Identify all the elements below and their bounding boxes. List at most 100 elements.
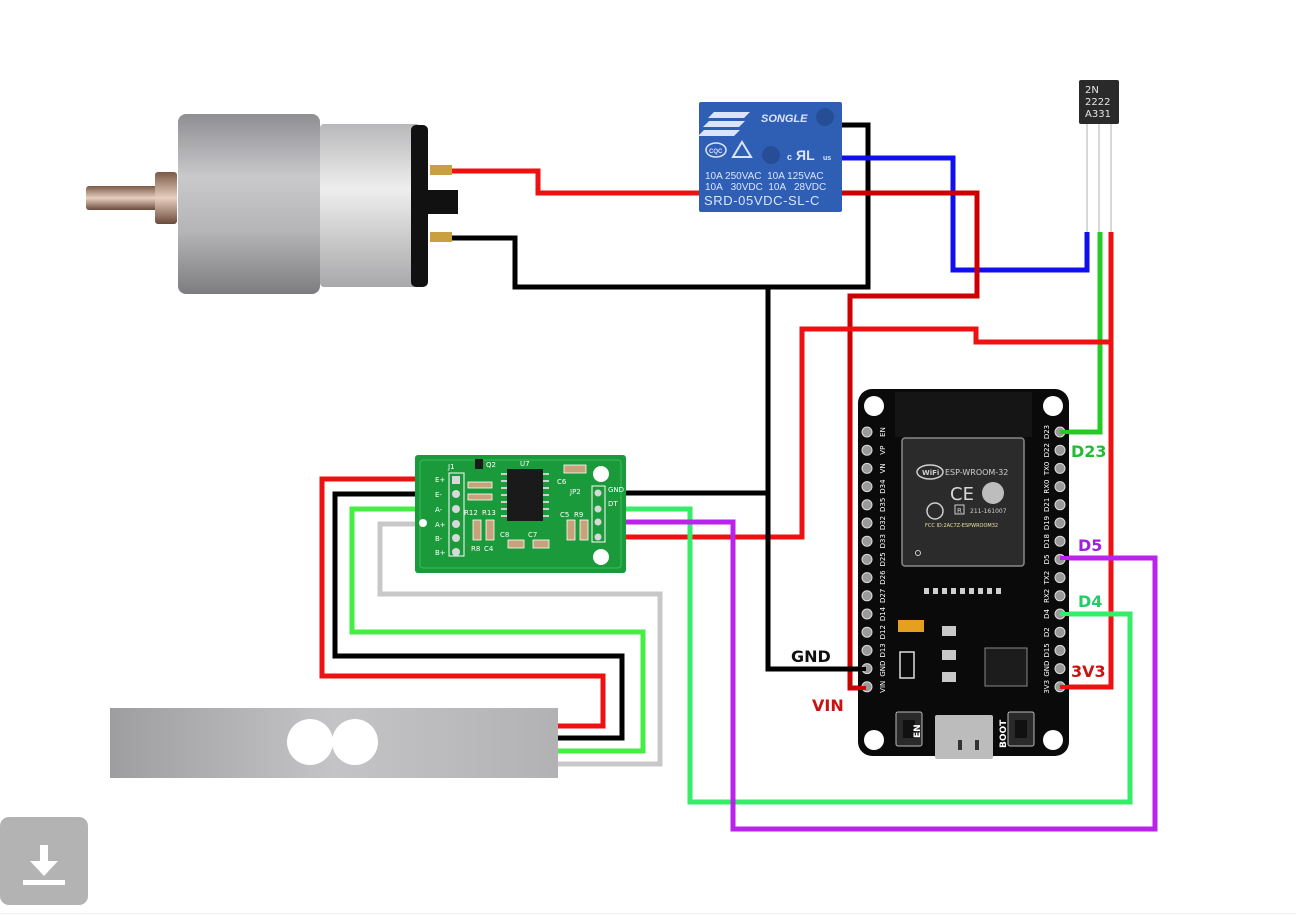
header-pin-tx0 <box>1054 462 1066 474</box>
wifi-text: WiFi <box>922 469 939 477</box>
relay-module: SONGLE CQC c ЯL us 10A 250VAC 10A 125VAC… <box>698 102 842 212</box>
motor-endcap <box>411 125 428 287</box>
header-pin-tx2 <box>1054 572 1066 584</box>
header-label-d15: D15 <box>1043 643 1051 657</box>
esp32-module-pads <box>924 588 1001 594</box>
j1-header-outline <box>448 472 465 557</box>
hx711-j1-label: J1 <box>447 463 455 471</box>
hx711-chip-u7 <box>507 469 543 521</box>
header-label-rx2: RX2 <box>1043 589 1051 603</box>
pin-label: B+ <box>435 549 446 557</box>
header-label-d34: D34 <box>879 479 887 494</box>
relay-ul-us: us <box>823 155 831 162</box>
header-label-d14: D14 <box>879 606 887 621</box>
ce-mark: CE <box>950 484 974 505</box>
pin-e-minus <box>452 490 460 498</box>
header-pin-en <box>861 426 873 438</box>
songle-logo-icon <box>698 112 750 136</box>
pin-label: A+ <box>435 521 446 529</box>
header-pin-d33 <box>861 535 873 547</box>
header-label-d4: D4 <box>1043 609 1051 619</box>
load-cell <box>110 708 558 778</box>
usb-slot <box>958 740 962 750</box>
header-pin-d14 <box>861 608 873 620</box>
motor-can <box>320 124 420 287</box>
jp2-header-outline <box>591 485 606 543</box>
esp32-module-name: ESP-WROOM-32 <box>945 468 1008 477</box>
hx711-smd-parts <box>467 464 589 549</box>
esp32-board: WiFi ESP-WROOM-32 CE R 211-161007 FCC ID… <box>858 389 1069 759</box>
dc-motor <box>86 114 458 294</box>
header-label-d26: D26 <box>879 570 887 585</box>
part-label: C7 <box>528 531 537 539</box>
wire-loadcell-green <box>349 506 646 754</box>
wire-motor-black <box>452 122 871 290</box>
relay-cqc: CQC <box>709 149 723 155</box>
usb-uart-chip <box>984 647 1028 687</box>
hx711-mount-hole-tl <box>593 466 609 482</box>
pin-label: E- <box>435 491 442 499</box>
cqc-icon <box>705 142 727 158</box>
hx711-right-pins <box>594 489 602 541</box>
transistor-label-2: 2222 <box>1085 97 1110 108</box>
header-label-d19: D19 <box>1043 516 1051 530</box>
label-gnd: GND <box>791 647 831 666</box>
header-label-en: EN <box>879 427 887 437</box>
wire-ends <box>850 430 1075 690</box>
wire-sck-d5-purple <box>598 519 1158 832</box>
relay-hole-mid <box>762 146 780 164</box>
pin-label: DT <box>608 500 618 508</box>
triangle-cert-icon <box>731 140 753 158</box>
jp2-label: JP2 <box>569 488 581 496</box>
en-button-cap <box>903 720 915 738</box>
header-label-vn: VN <box>879 463 887 473</box>
espressif-logo-icon <box>982 482 1004 504</box>
boot-button-cap <box>1015 720 1027 738</box>
esp32-left-header: ENVPVND34D35D32D33D25D26D27D14D12D13GNDV… <box>861 426 887 693</box>
micro-usb-port[interactable] <box>935 715 993 759</box>
wire-dt-d4-green <box>598 506 1133 805</box>
pin-e-plus <box>452 476 460 484</box>
part-label: R8 <box>471 545 480 553</box>
pin-label: A- <box>435 506 443 514</box>
header-pin-rx0 <box>1054 481 1066 493</box>
label-d23: D23 <box>1071 442 1107 461</box>
header-pin-d32 <box>861 517 873 529</box>
header-pin-rx2 <box>1054 590 1066 602</box>
bottom-divider <box>0 913 1296 914</box>
header-pin-d21 <box>1054 499 1066 511</box>
header-pin-d18 <box>1054 535 1066 547</box>
pin-label: GND <box>608 486 624 494</box>
part-label: C4 <box>484 545 494 553</box>
part-label: C5 <box>560 511 569 519</box>
tantalum-cap <box>898 620 924 632</box>
fcc-id: FCC ID:2AC7Z-ESPWROOM32 <box>925 523 998 529</box>
header-label-d35: D35 <box>879 498 887 512</box>
usb-slot <box>975 740 979 750</box>
header-label-d27: D27 <box>879 589 887 603</box>
pin-a-plus <box>452 520 460 528</box>
part-label: C8 <box>500 531 509 539</box>
pin-b-plus <box>452 548 460 556</box>
header-pin-gnd <box>1054 663 1066 675</box>
header-pin-d22 <box>1054 444 1066 456</box>
header-label-d25: D25 <box>879 552 887 566</box>
download-button[interactable] <box>0 817 88 905</box>
wire-relay-blue <box>838 155 1090 273</box>
part-label: R12 <box>464 509 478 517</box>
header-label-d12: D12 <box>879 625 887 639</box>
download-icon <box>23 845 65 885</box>
motor-shaft-collar <box>155 172 177 224</box>
header-pin-d12 <box>861 626 873 638</box>
relay-rating-2: 10A 30VDC 10A 28VDC <box>705 182 826 193</box>
header-label-3v3: 3V3 <box>1043 680 1051 694</box>
header-pin-d15 <box>1054 644 1066 656</box>
header-label-d5: D5 <box>1043 554 1051 564</box>
r-cert-box <box>954 504 965 515</box>
pin-label: E+ <box>435 476 445 484</box>
header-label-rx0: RX0 <box>1043 480 1051 494</box>
relay-ul-c: c <box>787 152 792 162</box>
header-label-vin: VIN <box>879 681 887 693</box>
motor-gearbox <box>178 114 320 294</box>
